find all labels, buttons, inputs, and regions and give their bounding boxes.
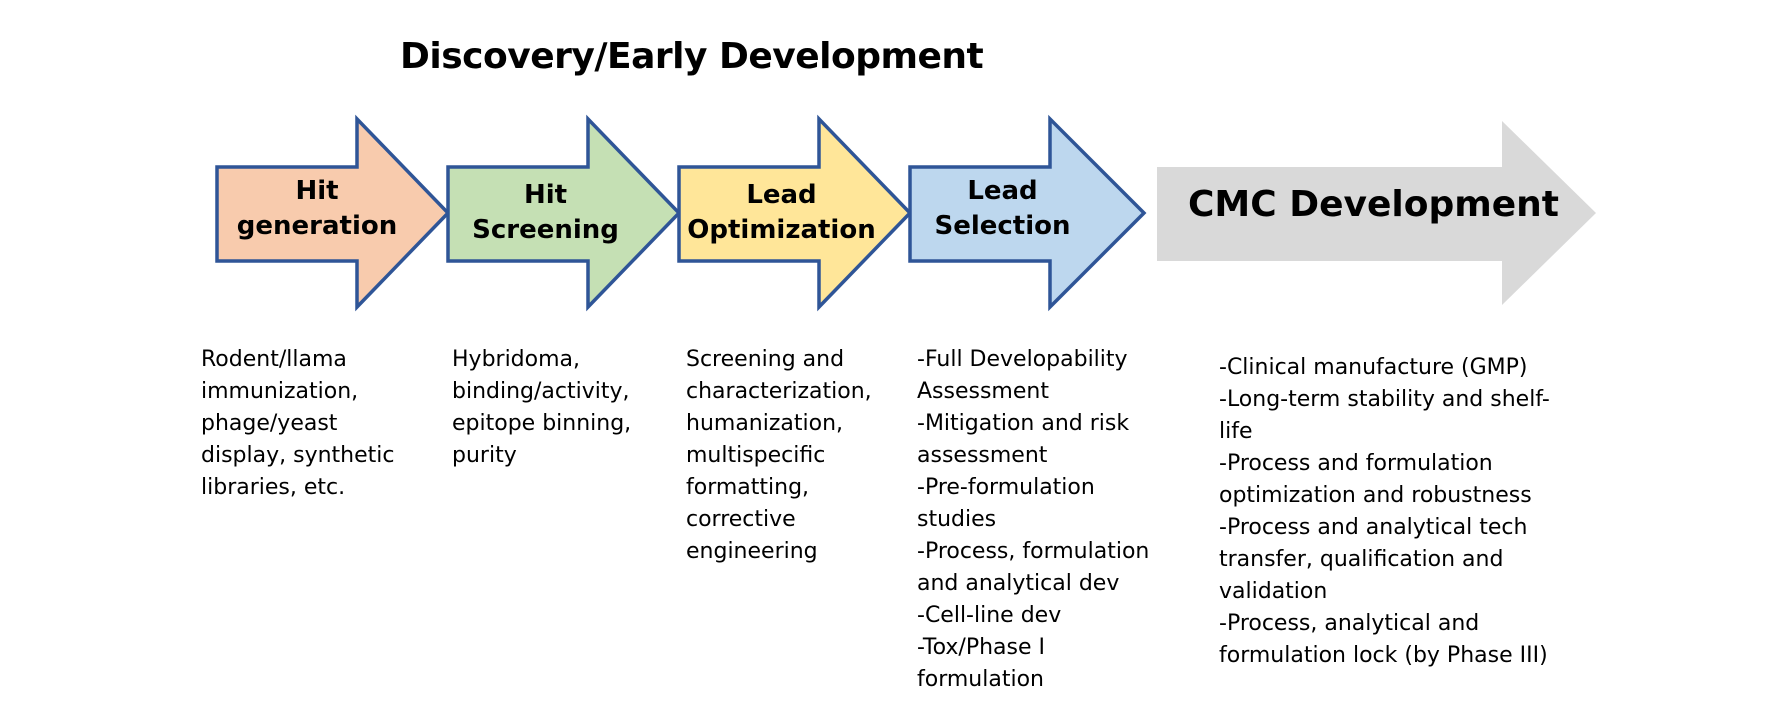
description-line: -Process and formulation <box>1219 451 1493 476</box>
cmc-description: -Clinical manufacture (GMP) -Long-term s… <box>1219 352 1550 672</box>
description-line: formatting, <box>686 475 810 500</box>
description-line: life <box>1219 419 1253 444</box>
description-line: -Long-term stability and shelf- <box>1219 387 1550 412</box>
description-line: characterization, <box>686 379 872 404</box>
description-line: -Cell-line dev <box>917 603 1062 628</box>
stage-label-hit-generation: Hit generation <box>217 174 417 244</box>
stage-description-lead-optimization: Screening and characterization, humaniza… <box>686 344 872 568</box>
stage-label-line: Selection <box>934 211 1071 241</box>
stage-description-hit-screening: Hybridoma, binding/activity, epitope bin… <box>452 344 631 472</box>
description-line: -Mitigation and risk <box>917 411 1130 436</box>
stage-label-hit-screening: Hit Screening <box>448 178 643 248</box>
description-line: and analytical dev <box>917 571 1120 596</box>
description-line: Assessment <box>917 379 1049 404</box>
description-line: -Process and analytical tech <box>1219 515 1528 540</box>
stage-label-line: Screening <box>472 215 619 245</box>
description-line: display, synthetic <box>201 443 395 468</box>
description-line: phage/yeast <box>201 411 338 436</box>
stage-label-line: Optimization <box>687 215 876 245</box>
description-line: Hybridoma, <box>452 347 581 372</box>
description-line: binding/activity, <box>452 379 630 404</box>
stage-description-lead-selection: -Full Developability Assessment -Mitigat… <box>917 344 1149 696</box>
description-line: -Process, analytical and <box>1219 611 1480 636</box>
stage-description-hit-generation: Rodent/llama immunization, phage/yeast d… <box>201 344 394 504</box>
stage-label-line: generation <box>236 211 398 241</box>
description-line: studies <box>917 507 997 532</box>
description-line: formulation lock (by Phase III) <box>1219 643 1548 668</box>
description-line: -Clinical manufacture (GMP) <box>1219 355 1528 380</box>
description-line: formulation <box>917 667 1044 692</box>
section-title: Discovery/Early Development <box>400 36 984 77</box>
description-line: purity <box>452 443 517 468</box>
cmc-development-label: CMC Development <box>1188 184 1559 225</box>
description-line: epitope binning, <box>452 411 632 436</box>
cmc-development-arrow <box>1157 121 1596 305</box>
description-line: Screening and <box>686 347 845 372</box>
stage-label-line: Lead <box>746 180 817 210</box>
description-line: -Pre-formulation <box>917 475 1095 500</box>
description-line: -Full Developability <box>917 347 1128 372</box>
stage-label-line: Hit <box>295 176 339 206</box>
stage-arrow-lead-selection <box>908 114 1147 312</box>
description-line: corrective <box>686 507 796 532</box>
description-line: immunization, <box>201 379 359 404</box>
description-line: -Tox/Phase I <box>917 635 1046 660</box>
description-line: Rodent/llama <box>201 347 347 372</box>
stage-label-line: Hit <box>523 180 568 210</box>
stage-label-lead-optimization: Lead Optimization <box>679 178 884 248</box>
description-line: validation <box>1219 579 1328 604</box>
stage-label-line: Lead <box>967 176 1038 206</box>
stage-arrow-lead-optimization <box>677 114 913 312</box>
description-line: libraries, etc. <box>201 475 346 500</box>
description-line: assessment <box>917 443 1048 468</box>
stage-arrow-hit-generation <box>215 114 451 312</box>
stage-arrow-hit-screening <box>446 114 682 312</box>
description-line: humanization, <box>686 411 844 436</box>
description-line: engineering <box>686 539 818 564</box>
description-line: multispecific <box>686 443 826 468</box>
description-line: -Process, formulation <box>917 539 1150 564</box>
description-line: transfer, qualification and <box>1219 547 1504 572</box>
stage-label-lead-selection: Lead Selection <box>910 174 1095 244</box>
description-line: optimization and robustness <box>1219 483 1532 508</box>
